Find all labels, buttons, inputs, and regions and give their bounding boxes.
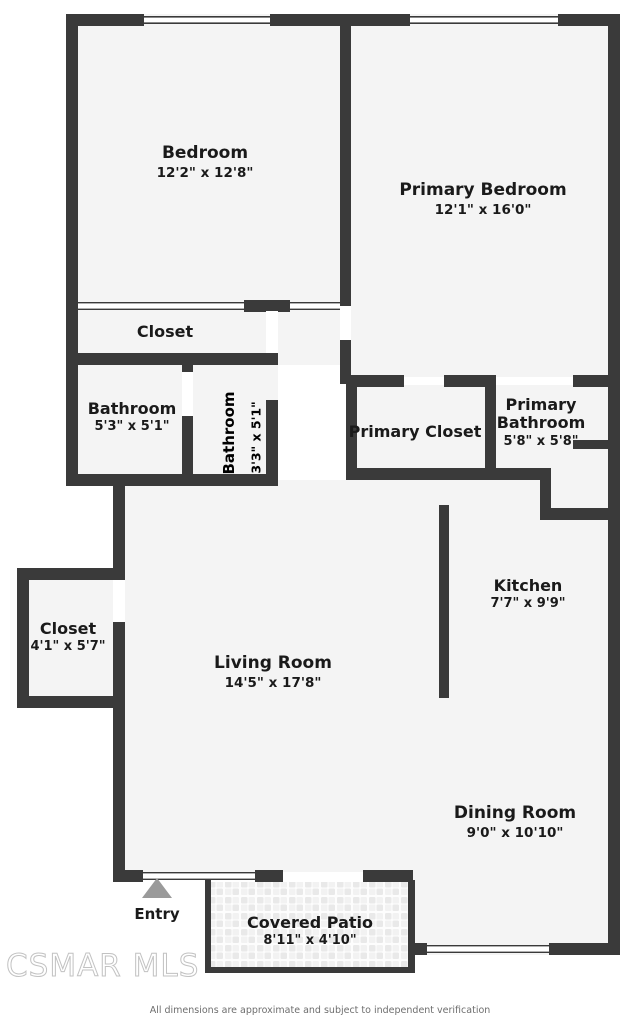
wall-top-left-seg	[66, 14, 144, 26]
wall-primary-suite-top-c	[573, 375, 620, 387]
window-dining	[427, 945, 549, 953]
wall-primary-bath-bottom-a	[485, 468, 551, 480]
floor-fills	[19, 14, 620, 972]
wall-closet-left-top	[17, 568, 117, 580]
wall-bedroom-divider-lower	[340, 340, 351, 384]
wall-bedroom-divider	[340, 14, 351, 306]
wall-bath-divider-top	[182, 363, 193, 372]
wall-closet-hall-right-col	[266, 353, 278, 365]
room-dim-bathroom-small: 3'3" x 5'1"	[248, 401, 264, 474]
wall-kitchen-partition	[439, 505, 449, 698]
wall-primary-bath-stub	[573, 440, 620, 449]
room-name-bathroom-small: Bathroom	[220, 391, 238, 475]
wall-right-exterior	[608, 14, 620, 955]
opening-patio-door	[283, 872, 363, 880]
wall-bottom-living-c	[363, 870, 413, 882]
wall-small-bath-right	[266, 400, 278, 486]
entry-arrow-icon	[142, 878, 172, 898]
wall-closet-hall-right	[266, 300, 278, 312]
wall-primary-bath-step	[540, 468, 551, 518]
wall-bottom-living-a	[113, 870, 143, 882]
wall-closet-hall-top-left	[66, 300, 78, 312]
floor-bedroom	[66, 14, 340, 306]
wall-patio-left	[205, 880, 211, 973]
window-top-bedroom	[144, 16, 270, 24]
door-bathroom	[182, 372, 193, 416]
entry-label: Entry	[134, 905, 180, 923]
wall-hall-right	[266, 311, 278, 353]
entry-marker-group: Entry	[124, 878, 190, 923]
wall-corridor-left	[113, 480, 125, 882]
door-primary-bedroom-hall	[340, 306, 351, 340]
room-label-bathroom-small: Bathroom 3'3" x 5'1"	[198, 380, 268, 492]
wall-bath-divider-bot	[182, 416, 193, 486]
wall-primary-closet-bottom	[346, 468, 496, 480]
floor-primary-bedroom	[340, 14, 620, 384]
wall-closet-hall-bottom	[66, 353, 278, 365]
mls-watermark: CSMAR MLS	[5, 948, 200, 985]
door-closet-left	[113, 580, 125, 622]
wall-closet-left-bottom	[17, 696, 117, 708]
floor-closet-left	[19, 570, 117, 706]
walls	[17, 14, 620, 973]
wall-closet-left-side	[17, 568, 29, 708]
wall-primary-closet-left	[346, 375, 357, 480]
door-primary-closet	[404, 377, 444, 385]
floor-primary-suite	[346, 375, 620, 480]
floor-bathrooms	[66, 363, 278, 486]
floor-main-living	[113, 478, 620, 955]
wall-patio-right	[408, 880, 415, 973]
wall-primary-closet-right	[485, 375, 496, 473]
wall-top-right-seg	[558, 14, 620, 26]
window-living-front	[143, 872, 255, 880]
wall-bottom-dining-left	[413, 943, 427, 955]
door-primary-bathroom	[490, 377, 573, 385]
wall-primary-suite-top-a	[346, 375, 404, 387]
wall-patio-bottom	[205, 967, 415, 973]
wall-bottom-living-b	[255, 870, 283, 882]
wall-primary-bath-bottom-b	[540, 508, 620, 520]
floor-covered-patio	[207, 882, 413, 972]
disclaimer-text: All dimensions are approximate and subje…	[149, 1005, 491, 1016]
wall-primary-suite-top-b	[444, 375, 490, 387]
opening-closet-hall	[78, 302, 340, 310]
wall-left-exterior-upper	[66, 14, 78, 486]
window-top-primary-bedroom	[410, 16, 558, 24]
wall-bottom-dining-right	[549, 943, 620, 955]
